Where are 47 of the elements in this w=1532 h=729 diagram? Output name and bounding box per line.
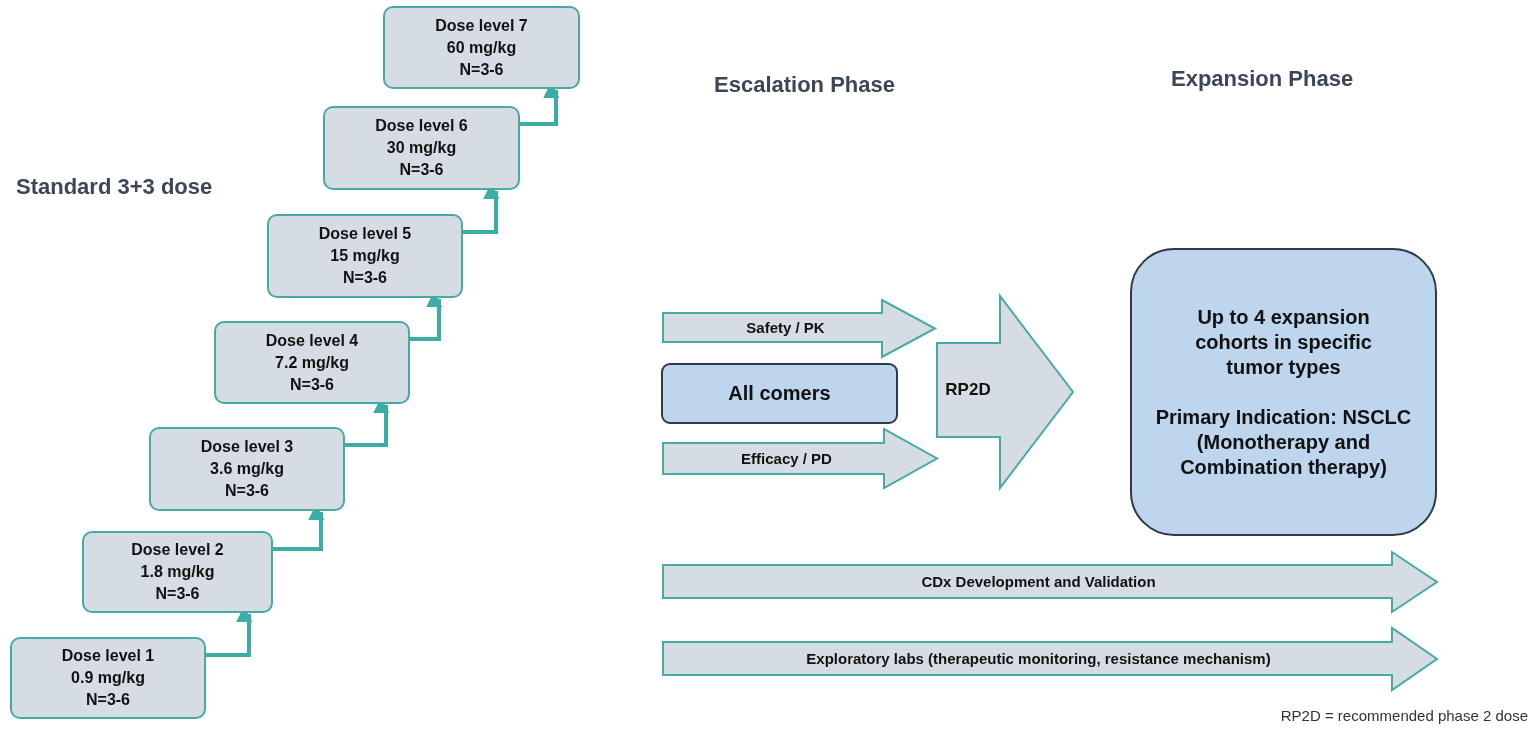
box-text: Primary Indication: NSCLC (Monotherapy and Combination therapy) xyxy=(1154,404,1413,480)
box-text: 7.2 mg/kg xyxy=(275,352,349,373)
box-text: N=3-6 xyxy=(225,481,269,501)
box-text: 3.6 mg/kg xyxy=(210,459,284,479)
dose-box xyxy=(323,106,520,190)
box-text: N=3-6 xyxy=(459,59,504,80)
box-text: N=3-6 xyxy=(86,690,130,710)
banner-text: RP2D xyxy=(945,380,991,400)
pointed-banner xyxy=(662,627,1438,691)
box-text: Dose level 5 xyxy=(318,224,412,244)
box-text: N=3-6 xyxy=(399,160,444,180)
box-text: 1.8 mg/kg xyxy=(140,562,215,582)
dose-box xyxy=(214,321,410,404)
banner-text: Efficacy / PD xyxy=(741,450,832,467)
box-text: 15 mg/kg xyxy=(330,246,400,266)
banner-text: Exploratory labs (therapeutic monitoring, resistance mechanism) xyxy=(806,650,1271,667)
section-heading: Expansion Phase xyxy=(1171,66,1354,92)
footnote: RP2D = recommended phase 2 dose xyxy=(1280,707,1528,724)
dose-box xyxy=(267,214,463,298)
cohort-box xyxy=(1130,248,1437,536)
section-heading: Standard 3+3 dose xyxy=(16,174,213,200)
box-text: Dose level 7 xyxy=(435,15,528,36)
box-text: Dose level 2 xyxy=(131,540,224,560)
banner-text: Safety / PK xyxy=(746,319,825,336)
dose-box xyxy=(149,427,345,511)
box-text: Dose level 6 xyxy=(375,116,468,136)
box-text: All comers xyxy=(728,382,831,405)
group-box xyxy=(661,363,898,424)
box-text: 0.9 mg/kg xyxy=(71,668,145,688)
banner-text: CDx Development and Validation xyxy=(921,573,1156,590)
dose-box xyxy=(10,637,206,719)
box-text: Up to 4 expansion cohorts in specific tumor types xyxy=(1194,304,1373,380)
pointed-shape xyxy=(936,295,1074,489)
box-text: Dose level 1 xyxy=(61,646,155,666)
box-text: N=3-6 xyxy=(155,584,200,604)
pointed-banner xyxy=(662,428,938,489)
box-text: N=3-6 xyxy=(290,374,334,395)
box-text: 30 mg/kg xyxy=(386,138,457,158)
section-heading: Escalation Phase xyxy=(714,72,895,98)
box-text: Dose level 3 xyxy=(200,437,294,457)
pointed-banner xyxy=(662,551,1438,613)
dose-box xyxy=(82,531,273,613)
box-text: N=3-6 xyxy=(343,268,387,288)
dose-box xyxy=(383,6,580,89)
box-text: Dose level 4 xyxy=(265,330,359,351)
pointed-banner xyxy=(662,299,936,358)
box-text: 60 mg/kg xyxy=(446,37,517,58)
